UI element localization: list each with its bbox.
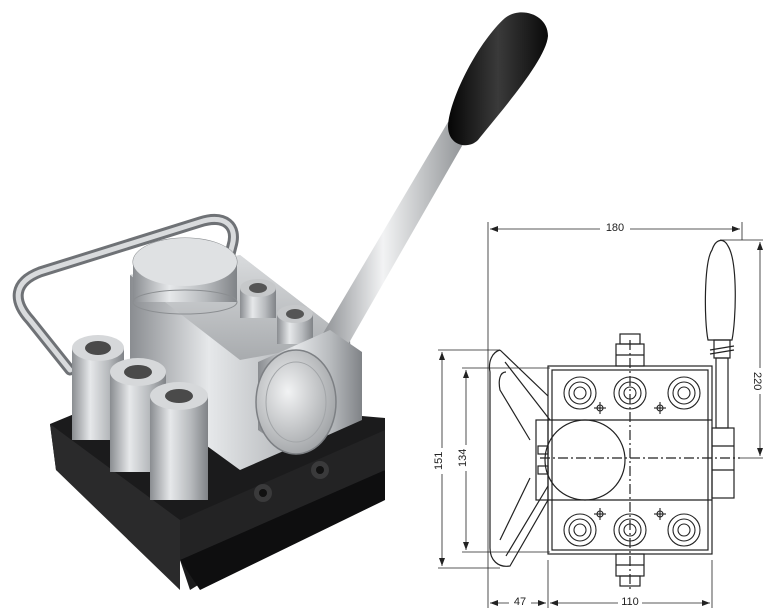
dim-label-110: 110 — [618, 596, 642, 608]
drawing-ports-top — [563, 376, 701, 414]
carry-handle — [12, 214, 239, 376]
dim-label-47: 47 — [509, 596, 531, 608]
extension-lines — [438, 222, 763, 608]
dim-label-134: 134 — [457, 445, 475, 471]
drawing-valve-block — [535, 340, 740, 590]
body-ports — [240, 279, 313, 344]
dim-label-151: 151 — [433, 448, 451, 474]
dim-label-220: 220 — [752, 368, 763, 394]
lever-handle — [312, 12, 548, 362]
dim-label-180: 180 — [600, 222, 630, 234]
drawing-lever — [704, 239, 736, 499]
drawing-ports-bottom — [563, 508, 701, 547]
drawing-carry-handle — [488, 349, 551, 567]
drawing-caps — [615, 333, 645, 587]
lever-pivot — [255, 330, 362, 455]
front-fittings — [72, 335, 208, 500]
